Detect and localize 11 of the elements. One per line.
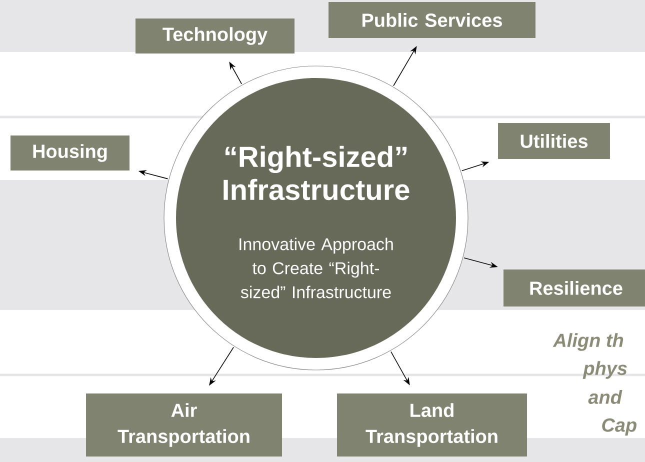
category-box: Land Transportation — [337, 394, 527, 456]
side-note: Align th — [552, 333, 624, 351]
category-box: Air Transportation — [86, 394, 282, 456]
side-note: phys — [582, 361, 627, 379]
category-box: Utilities — [498, 123, 610, 159]
category-box: Housing — [10, 136, 130, 170]
category-box: Technology — [136, 18, 294, 54]
side-note: and — [588, 390, 622, 404]
category-box: Public Services — [328, 2, 536, 38]
side-note: Cap — [602, 418, 636, 436]
category-box: Resilience — [504, 270, 645, 306]
